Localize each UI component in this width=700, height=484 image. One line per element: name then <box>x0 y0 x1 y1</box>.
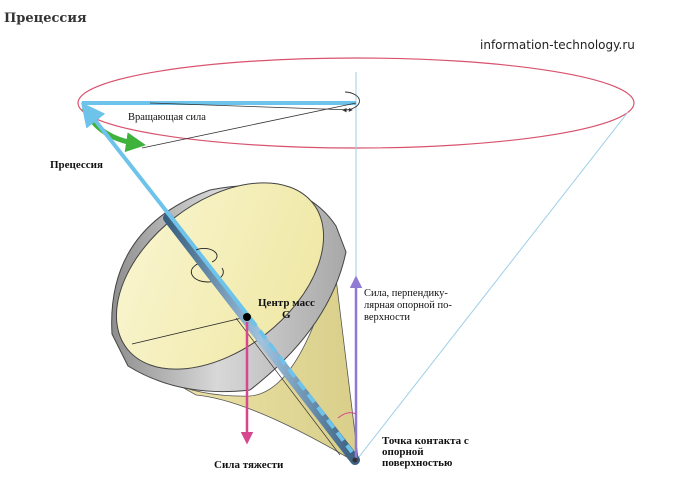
rotating-force-line <box>149 102 353 112</box>
contact-point-label-line-3: поверхностью <box>382 457 452 469</box>
contact-angle-arc <box>337 412 357 419</box>
precession-label: Прецессия <box>50 159 103 171</box>
orbit-rotation-icon <box>342 91 360 113</box>
cone-guide-right <box>354 111 629 463</box>
normal-force-label-line-2: лярная опорной по- <box>364 300 452 311</box>
diagram-title: Прецессия <box>4 11 87 26</box>
orbit-radius-thin <box>141 102 357 149</box>
spin-axis-vector <box>81 102 252 320</box>
site-watermark: information-technology.ru <box>480 38 635 52</box>
spin-arrow-icon <box>190 261 224 283</box>
disc-radius-line <box>131 317 243 345</box>
normal-force-label-line-3: верхности <box>364 312 410 323</box>
center-of-mass-symbol: G <box>282 309 291 321</box>
normal-force-label-line-1: Сила, перпендику- <box>364 288 448 299</box>
rotating-force-label: Вращающая сила <box>128 112 206 123</box>
top-cone <box>127 261 359 461</box>
spin-axle <box>163 213 360 465</box>
axle-spin-icon <box>195 247 218 263</box>
contact-point <box>352 457 358 463</box>
top-disc-face <box>115 182 325 370</box>
spin-axis-dashed <box>248 316 354 454</box>
contact-point-label-line-2: опорной <box>382 446 424 458</box>
disc-slope-line <box>235 317 341 456</box>
contact-point-label-line-1: Точка контакта с <box>382 435 469 447</box>
center-of-mass-label: Центр масс <box>258 297 315 309</box>
center-of-mass-point <box>243 313 251 321</box>
gravity-label: Сила тяжести <box>214 459 284 471</box>
